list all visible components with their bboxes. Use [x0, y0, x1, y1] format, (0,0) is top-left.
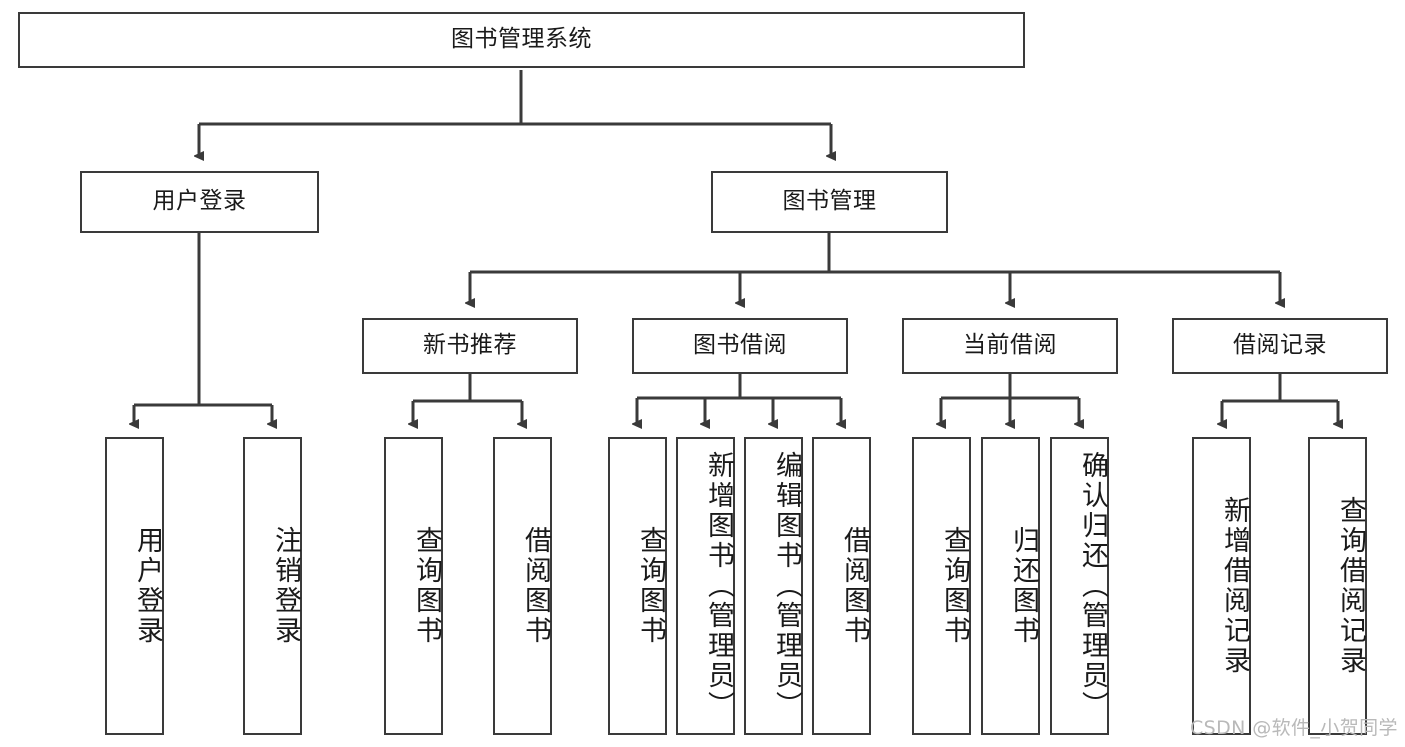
- leaf-query-book-1[interactable]: 查询图书: [384, 437, 443, 735]
- node-book-manage[interactable]: 图书管理: [711, 171, 948, 233]
- leaf-query-book-2[interactable]: 查询图书: [608, 437, 667, 735]
- node-label: 编辑图书（管理员）: [771, 451, 802, 721]
- node-label: 图书管理: [782, 188, 877, 215]
- node-label: 查询图书: [939, 526, 970, 646]
- csdn-watermark: CSDN @软件_小贺同学: [1190, 717, 1398, 739]
- leaf-logout-login[interactable]: 注销登录: [243, 437, 302, 735]
- node-label: 图书借阅: [693, 332, 787, 359]
- node-label: 借阅图书: [839, 526, 870, 646]
- node-label: 用户登录: [132, 526, 163, 646]
- node-label: 查询图书: [411, 526, 442, 646]
- node-label: 新书推荐: [423, 332, 517, 359]
- node-root-system[interactable]: 图书管理系统: [18, 12, 1025, 68]
- node-label: 注销登录: [270, 526, 301, 646]
- leaf-user-login[interactable]: 用户登录: [105, 437, 164, 735]
- node-label: 确认归还（管理员）: [1077, 451, 1108, 721]
- node-label: 图书管理系统: [451, 26, 592, 53]
- node-current-borrow[interactable]: 当前借阅: [902, 318, 1118, 374]
- node-label: 当前借阅: [963, 332, 1057, 359]
- node-new-book-recommend[interactable]: 新书推荐: [362, 318, 578, 374]
- leaf-return-book[interactable]: 归还图书: [981, 437, 1040, 735]
- leaf-confirm-return[interactable]: 确认归还（管理员）: [1050, 437, 1109, 735]
- leaf-query-book-3[interactable]: 查询图书: [912, 437, 971, 735]
- node-label: 归还图书: [1008, 526, 1039, 646]
- node-label: 查询借阅记录: [1335, 496, 1366, 676]
- leaf-borrow-book-2[interactable]: 借阅图书: [812, 437, 871, 735]
- leaf-edit-book[interactable]: 编辑图书（管理员）: [744, 437, 803, 735]
- node-borrow-record[interactable]: 借阅记录: [1172, 318, 1388, 374]
- leaf-add-borrow-record[interactable]: 新增借阅记录: [1192, 437, 1251, 735]
- leaf-borrow-book-1[interactable]: 借阅图书: [493, 437, 552, 735]
- leaf-add-book[interactable]: 新增图书（管理员）: [676, 437, 735, 735]
- node-label: 新增图书（管理员）: [703, 451, 734, 721]
- node-user-login[interactable]: 用户登录: [80, 171, 319, 233]
- node-label: 查询图书: [635, 526, 666, 646]
- node-book-borrow[interactable]: 图书借阅: [632, 318, 848, 374]
- node-label: 新增借阅记录: [1219, 496, 1250, 676]
- node-label: 借阅图书: [520, 526, 551, 646]
- node-label: 用户登录: [152, 188, 247, 215]
- leaf-query-borrow-record[interactable]: 查询借阅记录: [1308, 437, 1367, 735]
- node-label: 借阅记录: [1233, 332, 1327, 359]
